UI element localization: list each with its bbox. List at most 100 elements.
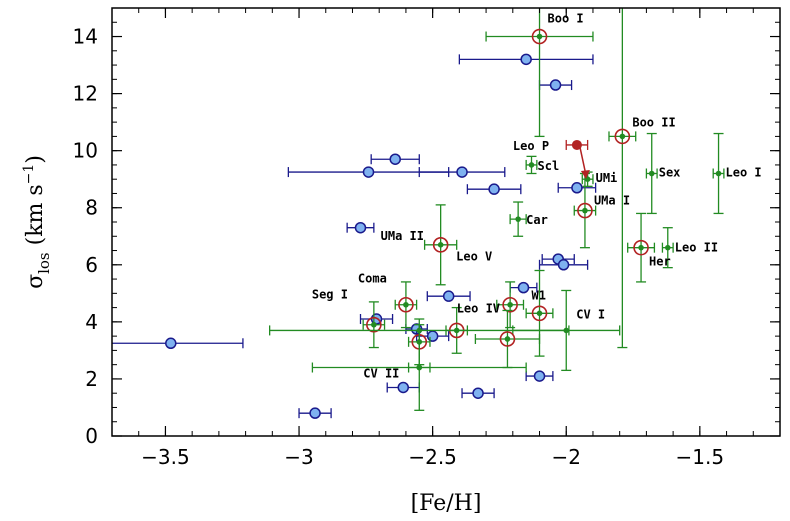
green-point-marker xyxy=(536,310,543,317)
green-point-marker xyxy=(619,133,626,140)
green-point-marker xyxy=(437,242,444,248)
blue-data-point xyxy=(418,166,506,178)
point-label: CV I xyxy=(576,307,605,321)
red-ring-marker xyxy=(577,202,593,219)
blue-data-point xyxy=(525,370,554,382)
red-ring-marker xyxy=(499,331,516,347)
point-label: Leo P xyxy=(513,139,549,153)
green-data-point xyxy=(525,155,538,175)
point-label: Leo IV xyxy=(457,301,500,315)
green-point-marker xyxy=(648,170,655,177)
green-point-marker xyxy=(504,336,511,342)
y-tick-label: 8 xyxy=(85,196,98,220)
blue-data-point xyxy=(386,381,420,394)
blue-data-point xyxy=(370,153,420,165)
y-title-subscript: los xyxy=(35,252,53,274)
red-ring-marker xyxy=(398,296,414,313)
y-tick-label: 10 xyxy=(73,139,98,163)
arrow-shaft xyxy=(579,146,587,176)
y-axis-title: σlos (km s−1) xyxy=(21,155,53,289)
point-label: Scl xyxy=(538,159,560,173)
green-data-point xyxy=(496,281,525,329)
blue-data-point xyxy=(538,79,573,91)
green-point-marker xyxy=(638,244,644,251)
green-point-marker xyxy=(371,321,377,328)
blue-point-marker xyxy=(426,330,439,342)
blue-point-marker xyxy=(488,183,500,195)
green-point-marker xyxy=(582,207,588,214)
blue-data-point xyxy=(541,253,575,265)
point-label: Seg I xyxy=(312,288,348,302)
blue-point-marker xyxy=(442,290,455,302)
y-tick-label: 4 xyxy=(85,310,98,334)
blue-data-point xyxy=(458,53,594,66)
x-tick-label: −2 xyxy=(551,445,580,469)
green-point-marker xyxy=(507,301,513,308)
blue-data-point xyxy=(461,387,495,399)
blue-point-marker xyxy=(165,337,177,350)
red-point-marker xyxy=(571,139,582,150)
green-point-marker xyxy=(536,33,543,40)
point-label: UMa II xyxy=(381,229,424,243)
x-tick-label: −1.5 xyxy=(676,445,725,469)
point-label: Boo I xyxy=(548,12,584,26)
blue-data-point xyxy=(415,330,450,342)
blue-point-marker xyxy=(389,153,401,165)
point-label: CV II xyxy=(363,367,399,381)
green-point-marker xyxy=(515,216,521,222)
plot-marks xyxy=(112,8,725,419)
x-tick-label: −3.5 xyxy=(141,445,190,469)
point-label: W1 xyxy=(532,288,546,302)
x-axis-title: [Fe/H] xyxy=(411,491,482,516)
y-tick-label: 12 xyxy=(73,82,98,106)
green-point-marker xyxy=(528,162,535,168)
point-label: Coma xyxy=(358,272,387,286)
green-data-point xyxy=(311,362,527,373)
blue-point-marker xyxy=(362,166,375,178)
y-title-superscript: −1 xyxy=(21,164,37,185)
blue-point-marker xyxy=(309,407,321,419)
y-tick-label: 2 xyxy=(85,367,98,391)
point-label: Leo I xyxy=(726,165,762,179)
red-ring-marker xyxy=(633,239,649,256)
green-point-marker xyxy=(416,364,423,371)
x-tick-label: −2.5 xyxy=(408,445,457,469)
blue-data-point xyxy=(538,259,589,271)
green-point-marker xyxy=(715,170,722,177)
red-ring-marker xyxy=(432,237,449,253)
green-data-point xyxy=(394,281,418,329)
green-data-point xyxy=(525,269,554,357)
green-data-point xyxy=(645,132,658,215)
red-ring-marker xyxy=(614,128,631,145)
y-tick-label: 14 xyxy=(73,25,98,49)
green-data-point xyxy=(362,301,386,349)
point-label: Her xyxy=(649,255,671,269)
blue-point-marker xyxy=(397,381,409,394)
green-data-point xyxy=(573,172,597,249)
blue-point-marker xyxy=(571,182,583,194)
green-data-point xyxy=(608,8,637,349)
y-title-sigma: σ xyxy=(23,274,48,289)
point-label: UMa I xyxy=(594,194,630,208)
y-tick-label: 6 xyxy=(85,253,98,277)
blue-data-point xyxy=(466,183,522,195)
blue-data-point xyxy=(112,337,244,350)
blue-data-point xyxy=(426,290,471,302)
red-ring-marker xyxy=(366,316,382,333)
green-data-point xyxy=(423,204,458,286)
green-point-marker xyxy=(664,244,671,251)
point-label: Sex xyxy=(659,165,681,179)
green-data-point xyxy=(712,132,725,215)
red-ring-marker xyxy=(502,296,518,313)
point-label: Leo V xyxy=(456,250,492,264)
plot-frame xyxy=(111,7,781,437)
red-ring-marker xyxy=(531,28,548,45)
blue-point-marker xyxy=(549,79,562,91)
green-data-point xyxy=(474,309,541,369)
red-ring-marker xyxy=(531,305,548,322)
x-tick-label: −3 xyxy=(284,445,313,469)
red-data-point xyxy=(565,139,590,179)
